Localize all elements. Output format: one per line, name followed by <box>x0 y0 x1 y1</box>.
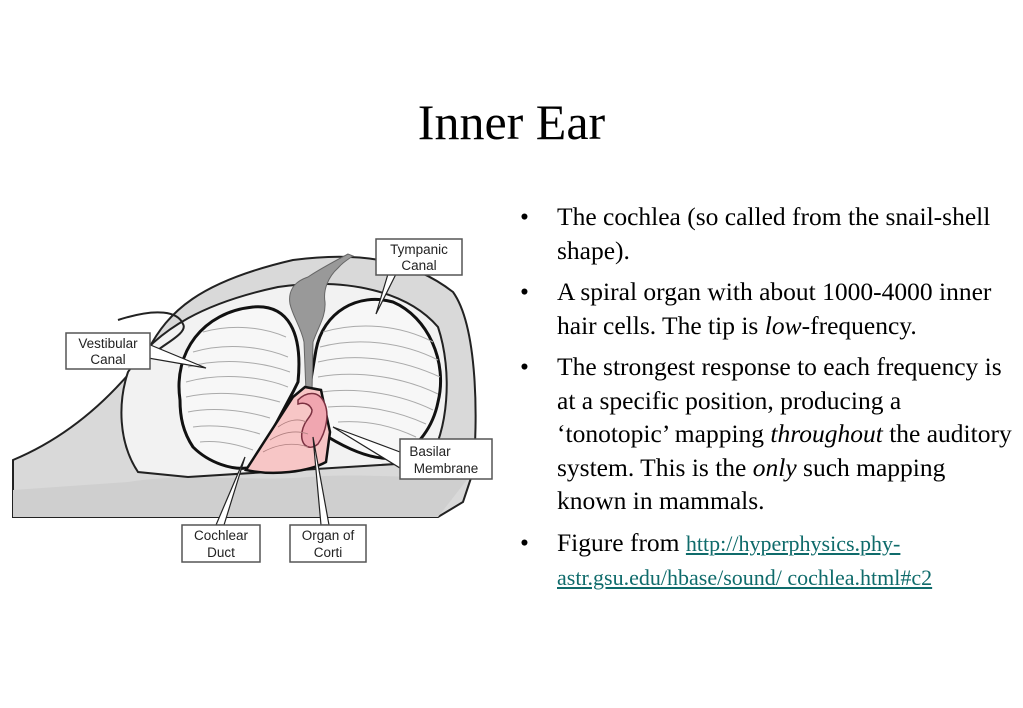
bullet-emphasis: throughout <box>770 419 883 448</box>
vestibular-label-1: Vestibular <box>78 336 138 351</box>
bullet-text: A spiral organ with about 1000-4000 inne… <box>557 277 992 340</box>
cochlear-duct <box>243 385 332 475</box>
tympanic-label-1: Tympanic <box>390 242 448 257</box>
tympanic-label-box <box>375 238 463 276</box>
bullet-text: -frequency. <box>801 310 917 340</box>
cochlear-label-box <box>181 524 261 563</box>
vestibular-chamber <box>177 305 301 470</box>
cochlea-cross-section-diagram: Tympanic Canal Vestibular Canal Basilar … <box>8 232 508 577</box>
basilar-label-1: Basilar <box>409 444 451 459</box>
vestibular-label-2: Canal <box>90 352 125 367</box>
organ-label-2: Corti <box>314 545 343 560</box>
bullet-item: • A spiral organ with about 1000-4000 in… <box>520 275 1015 342</box>
cochlear-label-2: Duct <box>207 545 235 560</box>
bullet-text: Figure from <box>557 527 686 557</box>
vestibular-label-box <box>65 332 151 370</box>
bullet-text: the auditory system. This is the <box>557 419 1012 482</box>
slide-title: Inner Ear <box>417 94 606 150</box>
bullet-dot: • <box>520 277 529 306</box>
organ-label-box <box>289 524 367 563</box>
bullet-dot: • <box>520 202 529 231</box>
bullet-text: The strongest response to each frequency… <box>557 352 1002 448</box>
bullet-item: • The cochlea (so called from the snail-… <box>520 200 1015 267</box>
bullet-dot: • <box>520 527 529 557</box>
bullet-emphasis: only <box>752 452 797 482</box>
tympanic-chamber <box>306 297 443 460</box>
bullet-text: such mapping known in mammals. <box>557 452 946 516</box>
cochlea-bottom-band <box>13 472 473 517</box>
organ-of-corti <box>297 392 328 448</box>
bullet-list: • The cochlea (so called from the snail-… <box>520 200 1015 603</box>
tympanic-label-2: Canal <box>401 258 436 273</box>
basilar-label-box <box>399 438 493 480</box>
organ-label-1: Organ of <box>302 528 355 543</box>
bullet-emphasis: low <box>764 310 802 340</box>
cochlear-label-1: Cochlear <box>194 528 249 543</box>
cochlea-left-tissue <box>117 311 185 351</box>
basilar-label-2: Membrane <box>414 461 479 476</box>
bullet-item: • Figure from http://hyperphysics.phy-as… <box>520 526 1015 595</box>
bullet-text: The cochlea (so called from the snail-sh… <box>557 202 991 265</box>
source-link[interactable]: http://hyperphysics.phy-astr.gsu.edu/hba… <box>557 530 933 591</box>
bullet-dot: • <box>520 352 529 381</box>
bullet-item: • The strongest response to each frequen… <box>520 350 1015 518</box>
